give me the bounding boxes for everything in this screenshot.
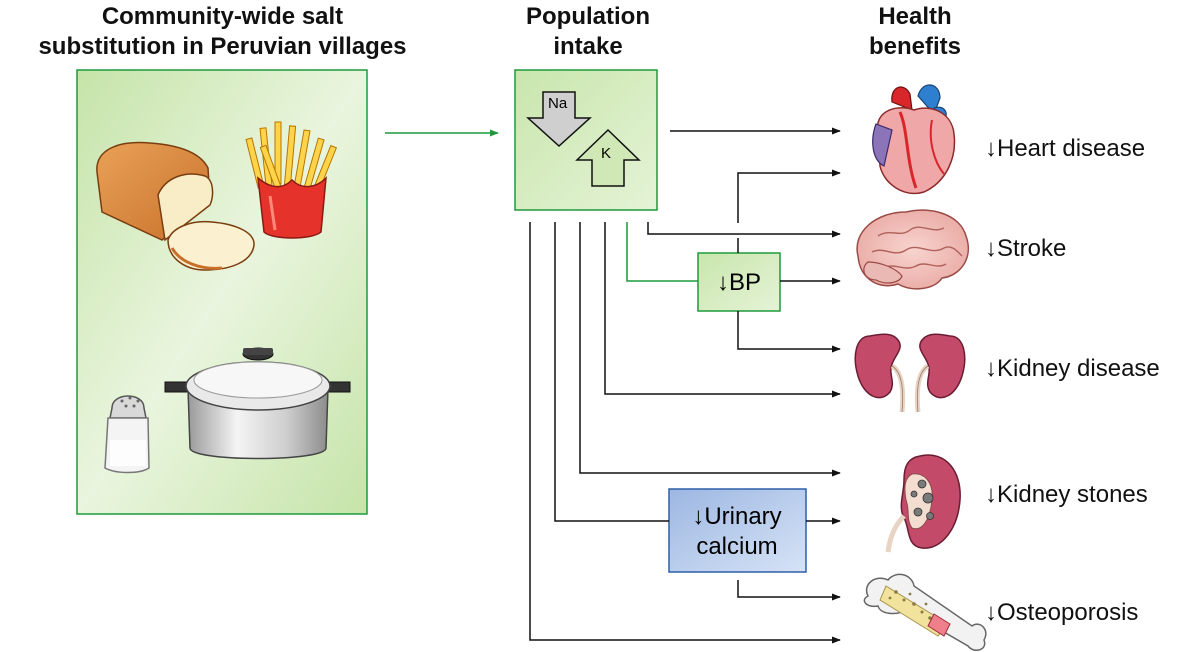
kidney-stone-icon bbox=[885, 454, 961, 553]
right-heading-line1: Health bbox=[878, 3, 952, 30]
urinary-calcium-label-line1: ↓Urinary bbox=[692, 503, 781, 530]
outcome-label-kidney-disease: ↓Kidney disease bbox=[985, 355, 1160, 382]
intake-to-stroke-arrow bbox=[647, 222, 841, 238]
intake-to-kidney-disease-arrow bbox=[604, 222, 841, 398]
intake-to-bp-connector bbox=[626, 222, 698, 282]
bp-to-kidney-disease-arrow bbox=[737, 311, 841, 353]
outcome-label-heart-disease: ↓Heart disease bbox=[985, 135, 1146, 162]
bp-label: ↓BP bbox=[717, 269, 761, 296]
potassium-label: K bbox=[601, 145, 611, 162]
heart-icon bbox=[872, 84, 956, 195]
urinary-calcium-label-line2: calcium bbox=[696, 533, 777, 560]
middle-heading-line2: intake bbox=[553, 33, 623, 60]
intake-to-kidney-stones-arrow bbox=[579, 222, 841, 477]
outcome-label-kidney-stones: ↓Kidney stones bbox=[985, 481, 1148, 508]
urinary-calcium-to-osteoporosis-arrow bbox=[737, 580, 841, 601]
sodium-label: Na bbox=[548, 95, 568, 112]
urinary-calcium-box: ↓Urinary calcium bbox=[668, 488, 807, 573]
outcome-label-osteoporosis: ↓Osteoporosis bbox=[985, 599, 1139, 626]
salt-shaker-icon bbox=[104, 395, 150, 474]
right-heading-line2: benefits bbox=[868, 33, 961, 60]
middle-heading: Population intake bbox=[498, 2, 678, 62]
bp-to-heart-arrow bbox=[737, 169, 841, 223]
pot-icon bbox=[164, 347, 351, 460]
bone-icon bbox=[863, 573, 987, 651]
fries-icon bbox=[245, 121, 338, 239]
outcome-label-stroke: ↓Stroke bbox=[985, 235, 1067, 262]
left-heading-line1: Community-wide salt bbox=[101, 3, 344, 30]
bread-icon bbox=[96, 141, 255, 271]
middle-heading-line1: Population bbox=[526, 3, 650, 30]
intervention-panel bbox=[76, 69, 368, 515]
brain-icon bbox=[856, 209, 970, 290]
sodium-down-arrow-icon bbox=[526, 91, 592, 148]
intake-to-osteoporosis-arrow bbox=[529, 222, 841, 644]
right-heading: Health benefits bbox=[845, 2, 985, 62]
blood-pressure-box: ↓BP bbox=[697, 252, 781, 312]
kidneys-icon bbox=[854, 333, 966, 413]
potassium-up-arrow-icon bbox=[575, 128, 641, 187]
connectors bbox=[529, 127, 841, 644]
left-heading-line2: substitution in Peruvian villages bbox=[38, 33, 407, 60]
left-heading: Community-wide salt substitution in Peru… bbox=[0, 2, 445, 62]
intake-to-urinary-calcium-connector bbox=[554, 222, 669, 522]
population-intake-box: Na K bbox=[514, 69, 658, 211]
